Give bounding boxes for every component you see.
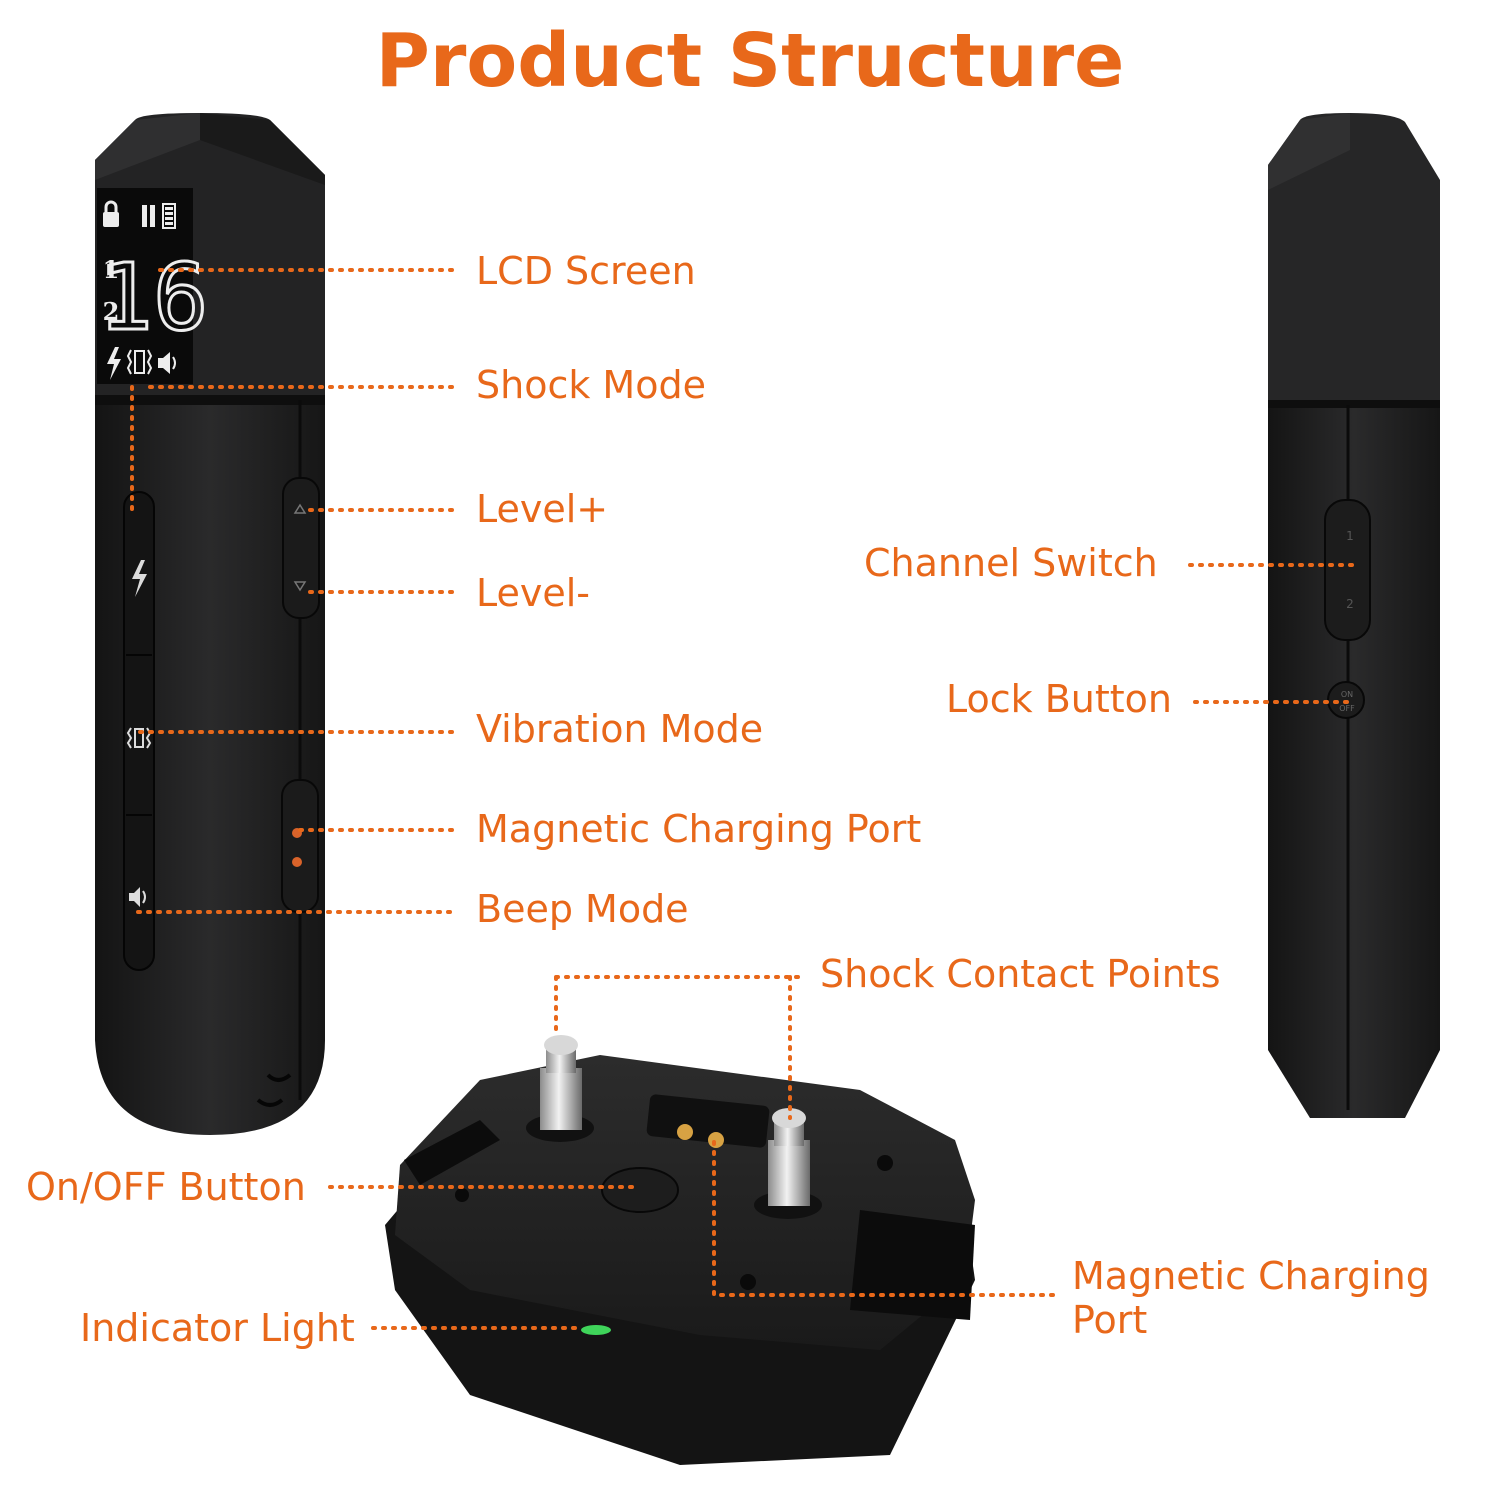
callout-lock-button: Lock Button bbox=[946, 677, 1173, 721]
indicator-light bbox=[581, 1325, 611, 1335]
shock-button-icon bbox=[132, 560, 147, 597]
callout-on-off-button: On/OFF Button bbox=[26, 1165, 306, 1209]
channel-switch-label-2: 2 bbox=[1346, 597, 1354, 611]
callout-level-down: Level- bbox=[476, 571, 591, 615]
collar-charging-pin bbox=[708, 1132, 724, 1148]
shock-contact-probe-left bbox=[526, 1035, 594, 1142]
channel-switch-label-1: 1 bbox=[1346, 529, 1354, 543]
lcd-battery-icon bbox=[162, 203, 176, 229]
on-off-button[interactable] bbox=[601, 1167, 679, 1213]
callout-shock-mode: Shock Mode bbox=[476, 363, 706, 407]
callout-indicator-light: Indicator Light bbox=[80, 1306, 355, 1350]
lcd-vibration-icon bbox=[126, 349, 153, 375]
lcd-lock-icon bbox=[103, 200, 119, 227]
page-title: Product Structure bbox=[375, 18, 1125, 104]
channel-switch[interactable] bbox=[1324, 499, 1371, 641]
leader-lines bbox=[130, 268, 1357, 1330]
callout-beep-mode: Beep Mode bbox=[476, 887, 689, 931]
shock-contact-probe-right bbox=[754, 1108, 822, 1219]
callout-lcd-screen: LCD Screen bbox=[476, 249, 696, 293]
level-down-arrow-icon bbox=[293, 581, 307, 592]
collar-receiver bbox=[385, 1055, 975, 1465]
lock-button-label-off: OFF bbox=[1339, 704, 1355, 713]
charging-port-pad bbox=[281, 779, 319, 913]
lcd-beep-icon bbox=[158, 352, 176, 374]
lcd-channel-1: 1 bbox=[103, 255, 120, 284]
lcd-channel-2: 2 bbox=[103, 297, 120, 326]
level-up-arrow-icon bbox=[293, 503, 307, 514]
callout-level-up: Level+ bbox=[476, 487, 609, 531]
callout-channel-switch: Channel Switch bbox=[864, 541, 1158, 585]
callout-magnetic-charging-port-collar: Magnetic Charging Port bbox=[1072, 1254, 1430, 1342]
beep-button-icon bbox=[129, 887, 146, 907]
lock-button-label-on: ON bbox=[1341, 690, 1353, 699]
collar-charging-pin bbox=[677, 1124, 693, 1140]
callout-shock-contact-points: Shock Contact Points bbox=[820, 952, 1221, 996]
remote-side-view bbox=[1268, 113, 1440, 1118]
callout-magnetic-charging-port-remote: Magnetic Charging Port bbox=[476, 807, 922, 851]
lcd-signal-icon bbox=[142, 205, 155, 227]
lcd-shock-icon bbox=[107, 347, 121, 380]
lcd-level-digits: 16 bbox=[98, 244, 209, 351]
callout-vibration-mode: Vibration Mode bbox=[476, 707, 764, 751]
charging-pin bbox=[292, 857, 302, 867]
level-rocker[interactable] bbox=[282, 477, 320, 619]
